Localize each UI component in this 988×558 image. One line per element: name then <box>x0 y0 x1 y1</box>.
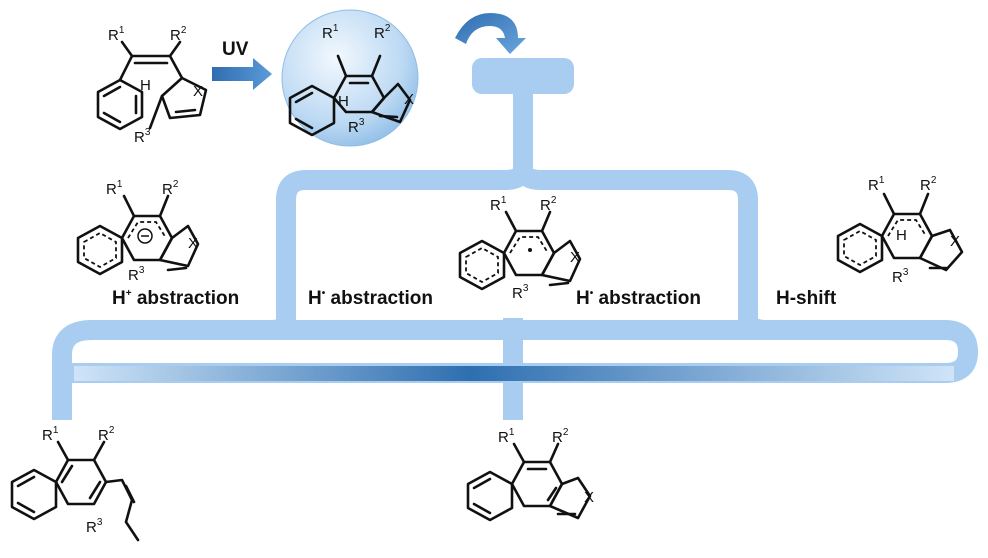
h-plus-abstraction-label: H+ abstraction <box>112 288 239 309</box>
uv-arrow: UV <box>212 39 272 90</box>
rad-r3: R3 <box>512 283 529 302</box>
an-x: X <box>188 235 198 252</box>
diene-product <box>10 440 140 542</box>
text-labels: R1 R2 H X R3 R1 R2 H X R3 R1 R2 X R3 H+ … <box>42 23 960 536</box>
h-dot-abstraction-label-left: H• abstraction <box>308 288 433 309</box>
int-r3: R3 <box>348 117 365 136</box>
sm-r1: R1 <box>108 25 125 44</box>
starting-material <box>96 40 208 131</box>
intermediate-sphere <box>281 9 419 147</box>
anion-structure <box>76 194 200 276</box>
h-dot-abstraction-label-right: H• abstraction <box>576 288 701 309</box>
top-junction-block <box>472 58 574 94</box>
uv-label: UV <box>222 39 249 60</box>
int-h: H <box>338 93 349 110</box>
cp-x: X <box>584 489 594 506</box>
gradient-bar <box>74 366 954 381</box>
int-r1: R1 <box>322 23 339 42</box>
hshift-structure <box>836 192 964 274</box>
int-r2: R2 <box>374 23 391 42</box>
dp-r2: R2 <box>98 425 115 444</box>
an-r3: R3 <box>128 265 145 284</box>
cyclized-product <box>466 442 592 522</box>
an-r1: R1 <box>106 179 123 198</box>
sm-h: H <box>140 77 151 94</box>
hs-r1: R1 <box>868 175 885 194</box>
int-x: X <box>404 91 414 108</box>
cp-r1: R1 <box>498 427 515 446</box>
curved-arrow <box>455 13 526 54</box>
flow-tracks <box>52 58 978 420</box>
hs-r2: R2 <box>920 175 937 194</box>
sm-x: X <box>193 83 203 100</box>
rad-r1: R1 <box>490 195 507 214</box>
h-shift-label: H-shift <box>776 288 837 309</box>
hs-x: X <box>950 233 960 250</box>
hs-r3: R3 <box>892 267 909 286</box>
dp-r3: R3 <box>86 517 103 536</box>
hs-h: H <box>896 227 907 244</box>
sm-r3: R3 <box>134 127 151 146</box>
radical-structure <box>458 210 582 291</box>
cp-r2: R2 <box>552 427 569 446</box>
an-r2: R2 <box>162 179 179 198</box>
dp-r1: R1 <box>42 425 59 444</box>
lower-rail <box>52 320 978 420</box>
rad-x: X <box>570 249 580 266</box>
rad-r2: R2 <box>540 195 557 214</box>
intermediate <box>288 54 412 137</box>
sm-r2: R2 <box>170 25 187 44</box>
